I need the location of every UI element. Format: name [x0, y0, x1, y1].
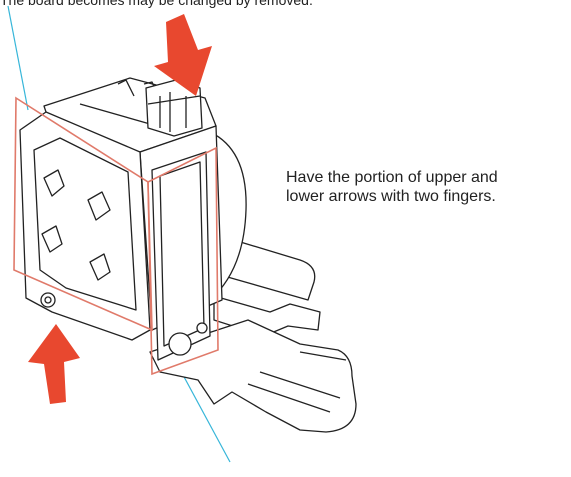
instruction-line-1: Have the portion of upper and	[286, 169, 498, 186]
clip-lower-left	[41, 225, 63, 253]
mount-screw-left-inner	[44, 296, 52, 304]
unit-drawing	[19, 77, 357, 433]
highlight-box-side-bracket	[147, 146, 219, 376]
leader-line-bottom	[175, 361, 231, 463]
front-plate	[19, 111, 151, 341]
top-latch-rib	[147, 92, 201, 132]
clip-upper-right	[87, 191, 111, 221]
front-plate-inner	[33, 137, 137, 311]
instruction-text: Have the portion of upper and lower arro…	[286, 168, 571, 206]
mount-screw-left	[40, 292, 56, 308]
base-tray-edge	[247, 351, 347, 413]
arrow-down-icon	[154, 14, 212, 96]
adjust-screw	[168, 332, 192, 356]
mount-screw-right	[196, 322, 208, 334]
clip-lower-right	[89, 253, 111, 281]
highlight-box-front-plate	[13, 96, 153, 332]
side-bracket	[151, 151, 211, 361]
instruction-line-2: lower arrows with two fingers.	[286, 188, 496, 205]
leader-line-top	[7, 5, 29, 111]
clip-upper-left	[43, 169, 65, 197]
top-caption: The board becomes may be changed by remo…	[0, 0, 313, 8]
arrow-up-icon	[28, 324, 80, 404]
base-tray	[149, 319, 357, 433]
